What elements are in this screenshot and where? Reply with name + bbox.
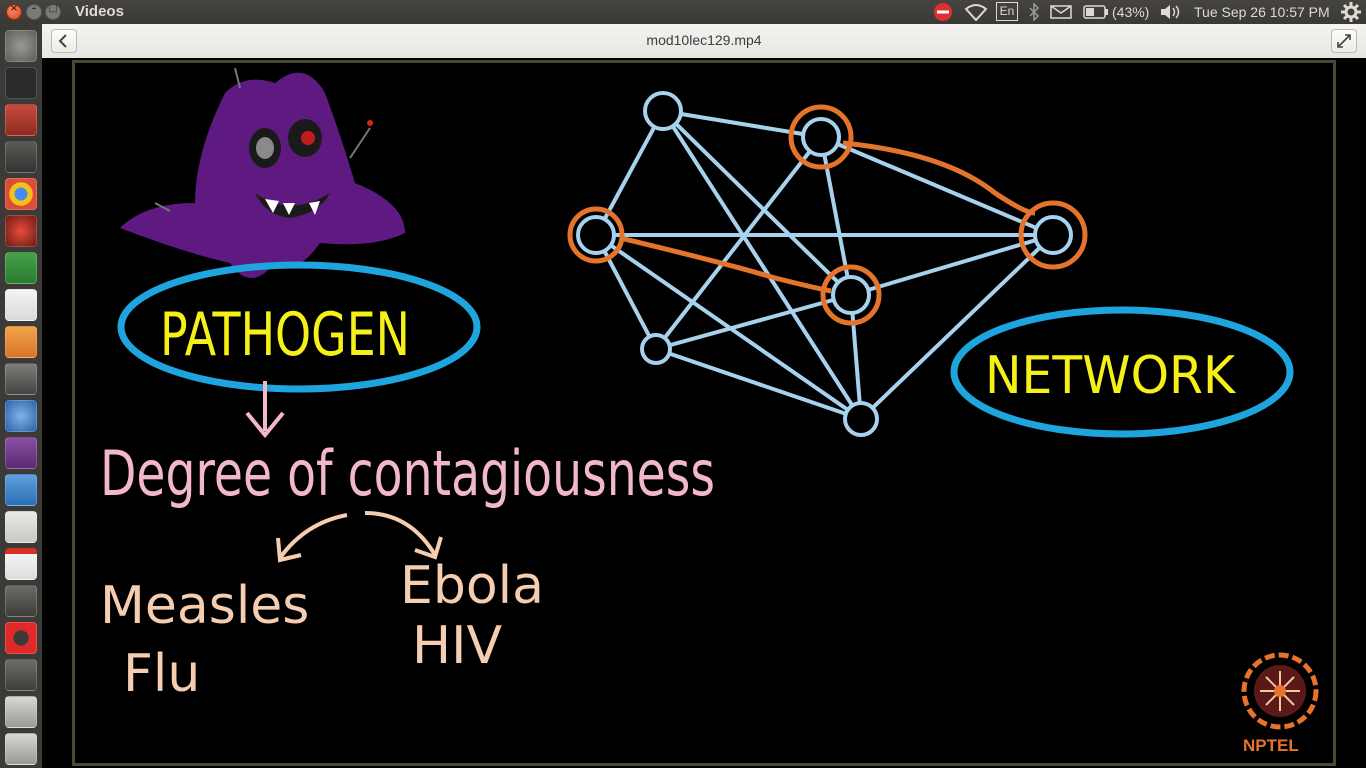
drive-icon[interactable]	[5, 696, 37, 728]
network-ellipse	[950, 306, 1294, 438]
battery-icon[interactable]	[1083, 5, 1109, 19]
opera-icon[interactable]	[5, 622, 37, 654]
window-header: mod10lec129.mp4	[42, 24, 1366, 59]
pathogen-label: PATHOGEN	[160, 300, 410, 370]
branch-arrow-left	[276, 513, 348, 563]
terminal-icon[interactable]	[5, 67, 37, 99]
bluetooth-icon[interactable]	[1028, 3, 1040, 21]
battery-percentage[interactable]: (43%)	[1112, 4, 1150, 20]
degree-of-contagiousness-text: Degree of contagiousness	[100, 437, 715, 510]
chrome-icon[interactable]	[5, 178, 37, 210]
dash-home-icon[interactable]	[5, 30, 37, 62]
spreadsheet-icon[interactable]	[5, 252, 37, 284]
keyboard-layout-indicator[interactable]: En	[996, 2, 1018, 21]
do-not-disturb-icon[interactable]	[932, 2, 954, 22]
flu-label: Flu	[123, 644, 200, 704]
gmail-icon[interactable]	[5, 548, 37, 580]
r-language-icon[interactable]	[5, 400, 37, 432]
gimp-style-app-icon[interactable]	[5, 659, 37, 691]
network-label: NETWORK	[985, 346, 1237, 406]
video-file-title: mod10lec129.mp4	[646, 32, 762, 48]
settings-network-icon[interactable]	[5, 215, 37, 247]
video-player[interactable]: PATHOGEN Degree of contagiousness Measle…	[42, 58, 1366, 768]
ipython-icon[interactable]	[5, 585, 37, 617]
network-highlighted-path	[567, 104, 1088, 326]
nptel-logo-text: NPTEL	[1243, 736, 1299, 755]
hiv-label: HIV	[412, 616, 502, 676]
pathogen-germ-illustration	[120, 67, 405, 278]
drive-2-icon[interactable]	[5, 733, 37, 765]
video-editor-icon[interactable]	[5, 363, 37, 395]
wifi-icon[interactable]	[964, 3, 988, 21]
text-editor-icon[interactable]	[5, 511, 37, 543]
network-graph	[576, 91, 1073, 437]
media-player-icon[interactable]	[5, 437, 37, 469]
gear-icon[interactable]	[1341, 2, 1361, 22]
ebola-label: Ebola	[400, 556, 544, 616]
back-button[interactable]	[51, 29, 77, 53]
file-manager-icon[interactable]	[5, 104, 37, 136]
fullscreen-icon	[1337, 34, 1351, 48]
volume-icon[interactable]	[1160, 4, 1184, 20]
presentation-icon[interactable]	[5, 326, 37, 358]
fullscreen-button[interactable]	[1331, 29, 1357, 53]
lecture-slide: PATHOGEN Degree of contagiousness Measle…	[72, 60, 1336, 766]
window-maximize-button[interactable]: □	[45, 3, 61, 20]
mail-icon[interactable]	[1050, 5, 1072, 19]
measles-label: Measles	[100, 576, 309, 636]
down-arrow	[245, 381, 285, 439]
document-viewer-icon[interactable]	[5, 289, 37, 321]
launcher-sidebar	[0, 24, 43, 768]
writer-document-icon[interactable]	[5, 474, 37, 506]
app-title: Videos	[75, 3, 124, 20]
sublime-text-icon[interactable]	[5, 141, 37, 173]
window-minimize-button[interactable]: –	[26, 3, 42, 20]
system-top-bar: × – □ Videos En (43%) Tue Sep 26 10:57 P…	[0, 0, 1366, 24]
nptel-logo	[1241, 652, 1319, 730]
window-close-button[interactable]: ×	[6, 3, 22, 20]
clock[interactable]: Tue Sep 26 10:57 PM	[1194, 4, 1330, 20]
chevron-left-icon	[58, 34, 67, 48]
branch-arrow-right	[364, 511, 443, 560]
pathogen-ellipse	[117, 261, 481, 393]
